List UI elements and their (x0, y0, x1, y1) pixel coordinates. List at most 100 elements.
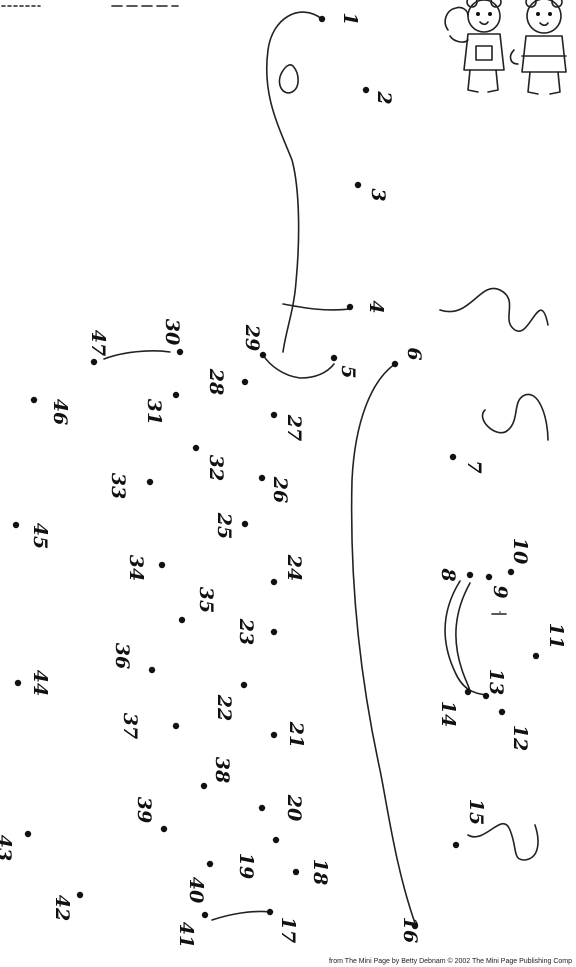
dot-32 (192, 444, 200, 452)
numbered-dots: 1234567891011121314151617181920212223242… (0, 12, 567, 948)
dot-label-25: 25 (213, 512, 235, 539)
dot-47 (90, 358, 98, 366)
dot-label-16: 16 (399, 917, 421, 943)
dot-label-2: 2 (373, 90, 395, 104)
dot-label-36: 36 (111, 643, 133, 669)
dot-20 (258, 804, 266, 812)
dot-19 (272, 836, 280, 844)
dot-13 (482, 692, 490, 700)
dot-label-22: 22 (213, 694, 235, 721)
dot-label-30: 30 (161, 319, 183, 345)
dot-label-18: 18 (309, 859, 331, 885)
dot-label-17: 17 (277, 917, 299, 943)
guide-line-8-14 (455, 582, 471, 693)
dot-17 (266, 908, 274, 916)
squiggle-3 (467, 822, 539, 861)
guide-line-9-13 (444, 580, 489, 696)
dot-label-12: 12 (509, 725, 531, 751)
dot-14 (464, 688, 472, 696)
dot-label-14: 14 (437, 701, 459, 727)
dot-label-41: 41 (175, 922, 197, 948)
dot-6 (391, 360, 399, 368)
dot-18 (292, 868, 300, 876)
dot-label-6: 6 (403, 347, 425, 360)
dot-26 (258, 474, 266, 482)
dot-label-20: 20 (283, 794, 305, 821)
dot-34 (158, 561, 166, 569)
dot-9 (485, 573, 493, 581)
dot-label-29: 29 (241, 324, 263, 351)
dot-label-11: 11 (545, 623, 567, 649)
dot-40 (206, 860, 214, 868)
dot-label-9: 9 (489, 585, 511, 598)
guide-line-top (265, 11, 323, 353)
dot-label-15: 15 (465, 799, 487, 825)
dot-41 (201, 911, 209, 919)
dot-31 (172, 391, 180, 399)
dot-43 (24, 830, 32, 838)
dot-33 (146, 478, 154, 486)
dot-3 (354, 181, 362, 189)
dot-label-38: 38 (211, 757, 233, 783)
dot-15 (452, 841, 460, 849)
dot-label-32: 32 (205, 455, 227, 481)
dot-label-44: 44 (29, 670, 51, 696)
two-bears-illustration-icon (444, 0, 567, 95)
dot-4 (346, 303, 354, 311)
dot-30 (176, 348, 184, 356)
dot-label-13: 13 (485, 669, 507, 695)
dot-label-42: 42 (51, 895, 73, 921)
dot-label-19: 19 (235, 853, 257, 879)
dot-label-39: 39 (133, 797, 155, 823)
guide-line-4 (282, 303, 351, 311)
dot-label-26: 26 (269, 476, 291, 503)
dot-5 (330, 354, 338, 362)
guide-line-9-short (491, 611, 507, 615)
dot-label-5: 5 (337, 365, 359, 378)
dot-11 (532, 652, 540, 660)
dot-16 (411, 922, 419, 930)
copyright-credit: from The Mini Page by Betty Debnam © 200… (328, 958, 572, 965)
dot-label-33: 33 (107, 473, 129, 499)
dot-21 (270, 731, 278, 739)
dot-38 (200, 782, 208, 790)
dot-10 (507, 568, 515, 576)
dot-label-35: 35 (195, 587, 217, 613)
squiggle-2 (481, 393, 549, 441)
dot-1 (318, 15, 326, 23)
dot-label-34: 34 (125, 555, 147, 581)
guide-ear (278, 64, 299, 94)
dot-label-24: 24 (283, 554, 305, 581)
dot-label-10: 10 (509, 538, 531, 564)
dot-label-47: 47 (87, 330, 109, 356)
dot-28 (241, 378, 249, 386)
dot-39 (160, 825, 168, 833)
dot-45 (12, 521, 20, 529)
dot-36 (148, 666, 156, 674)
guide-line-30-47 (103, 350, 171, 360)
dot-label-28: 28 (205, 368, 227, 395)
dot-label-7: 7 (463, 460, 485, 473)
guide-lines (103, 11, 549, 927)
dot-label-1: 1 (339, 12, 361, 25)
guide-line-41-17 (211, 910, 271, 921)
dot-44 (14, 679, 22, 687)
dot-label-46: 46 (49, 399, 71, 425)
dot-23 (270, 628, 278, 636)
dot-22 (240, 681, 248, 689)
dot-24 (270, 578, 278, 586)
guide-line-29-5 (262, 354, 335, 379)
dot-label-40: 40 (185, 877, 207, 903)
dot-label-4: 4 (365, 300, 387, 313)
squiggle-1 (439, 287, 549, 333)
dot-label-23: 23 (235, 618, 257, 645)
dot-29 (259, 351, 267, 359)
dot-27 (270, 411, 278, 419)
dot-46 (30, 396, 38, 404)
dot-label-3: 3 (367, 188, 389, 201)
dot-label-27: 27 (283, 414, 305, 441)
dot-37 (172, 722, 180, 730)
dot-label-37: 37 (119, 713, 141, 739)
dot-7 (449, 453, 457, 461)
